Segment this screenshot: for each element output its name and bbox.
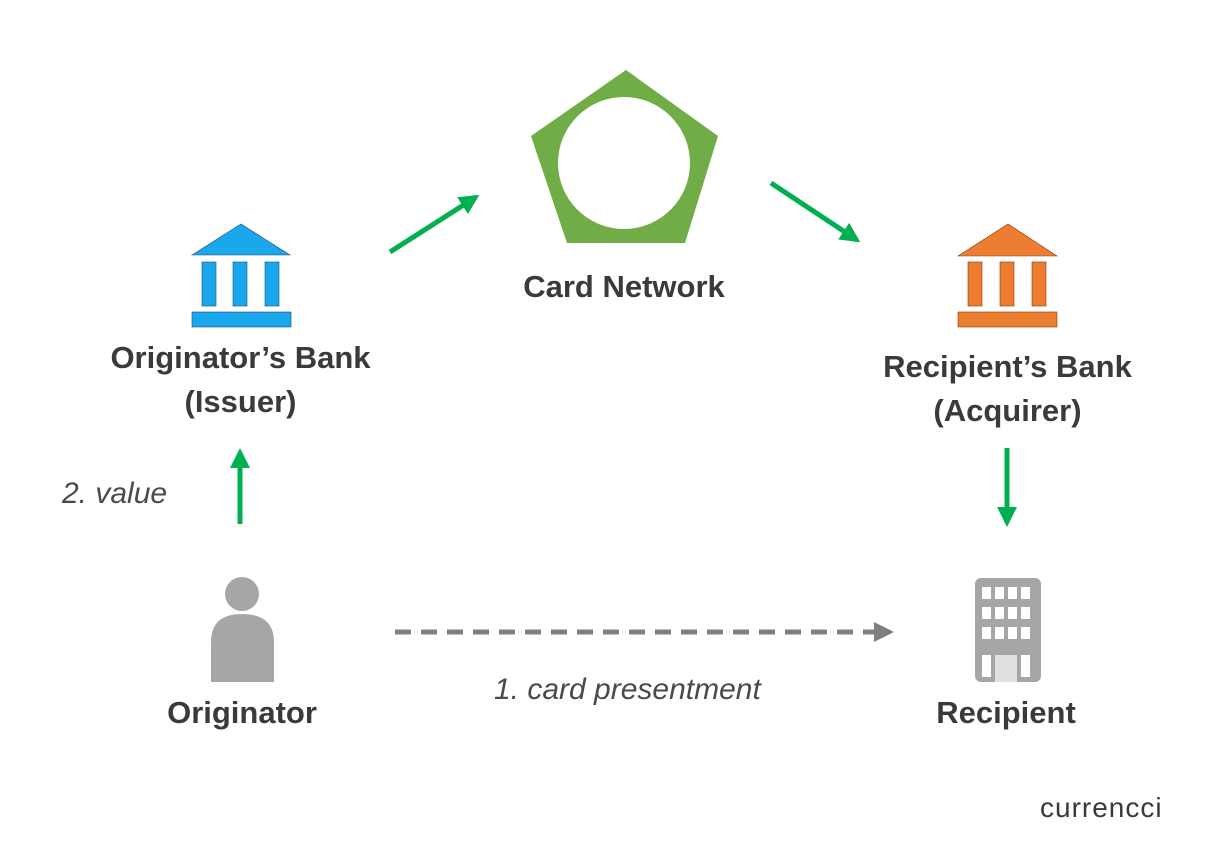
arrow-card-network-to-recipient-bank — [769, 180, 861, 243]
card-network-label: Card Network — [523, 269, 725, 304]
recipient-label: Recipient — [936, 695, 1076, 730]
originator-label: Originator — [167, 695, 317, 730]
recipient-bank-label: Recipient’s Bank (Acquirer) — [840, 345, 1175, 433]
originator-bank-label-line2: (Issuer) — [184, 384, 297, 419]
card-presentment-annotation: 1. card presentment — [494, 673, 761, 706]
office-building-icon — [975, 578, 1041, 682]
recipient-bank-label-line2: (Acquirer) — [933, 393, 1082, 428]
recipient-bank-label-line1: Recipient’s Bank — [883, 349, 1132, 384]
card-network-pentagon-icon — [531, 70, 718, 243]
originator-bank-label-line1: Originator’s Bank — [110, 340, 371, 375]
brand-logo-text: currencci — [1040, 792, 1163, 823]
arrow-originator-bank-to-card-network — [388, 194, 480, 255]
recipient-bank-icon — [956, 223, 1059, 328]
originator-bank-icon — [190, 223, 292, 328]
value-annotation: 2. value — [62, 477, 168, 510]
originator-bank-label: Originator’s Bank (Issuer) — [73, 336, 408, 424]
person-icon — [211, 577, 274, 682]
